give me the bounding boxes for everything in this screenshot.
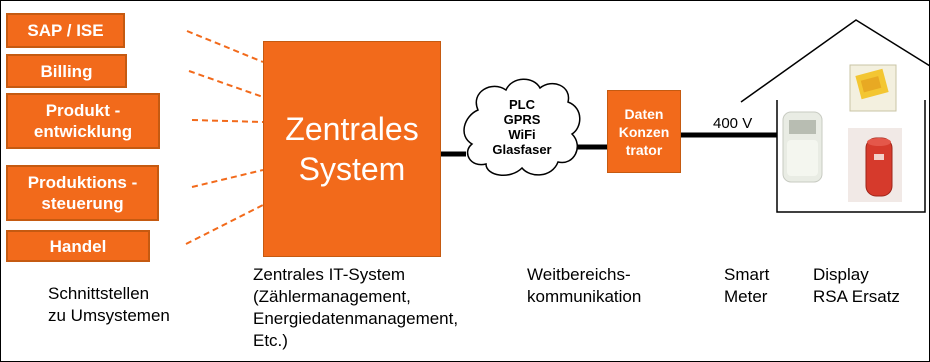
central-system-label: Zentrales System [285,111,419,187]
data-concentrator-label: Daten Konzen trator [618,105,670,158]
service-box-produkt: Produkt - entwicklung [6,93,160,149]
central-system-box: Zentrales System [263,41,441,257]
connector-handel [185,204,264,245]
caption-display: Display RSA Ersatz [813,265,900,306]
caption-wan: Weitbereichs- kommunikation [527,265,642,306]
caption-smart-meter: Smart Meter [724,265,770,306]
service-box-billing: Billing [6,54,127,88]
service-box-handel: Handel [6,230,150,262]
service-label: Produktions - steuerung [27,173,138,213]
data-concentrator-box: Daten Konzen trator [607,90,681,173]
connector-sap [186,30,264,63]
cloud-shape [463,78,581,176]
service-box-sap-ise: SAP / ISE [6,13,125,48]
caption-central-system: Zentrales IT-System (Zählermanagement, E… [253,265,459,350]
service-label: Produkt - entwicklung [33,101,133,141]
smart-meter-image [782,111,823,183]
service-box-produktions: Produktions - steuerung [6,165,159,221]
wan-technologies-label: PLC GPRS WiFi Glasfaser [492,97,552,157]
connector-produkt [191,119,264,123]
connector-billing [188,70,264,98]
caption-interfaces: Schnittstellen zu Umsystemen [48,284,170,325]
rsa-boiler-image [848,128,902,202]
house-roof [740,19,930,103]
service-label: Handel [49,236,107,256]
service-label: Billing [40,61,93,81]
connector-produktion [191,169,264,188]
display-image [849,64,897,112]
voltage-label: 400 V [713,115,753,132]
service-label: SAP / ISE [27,21,104,40]
